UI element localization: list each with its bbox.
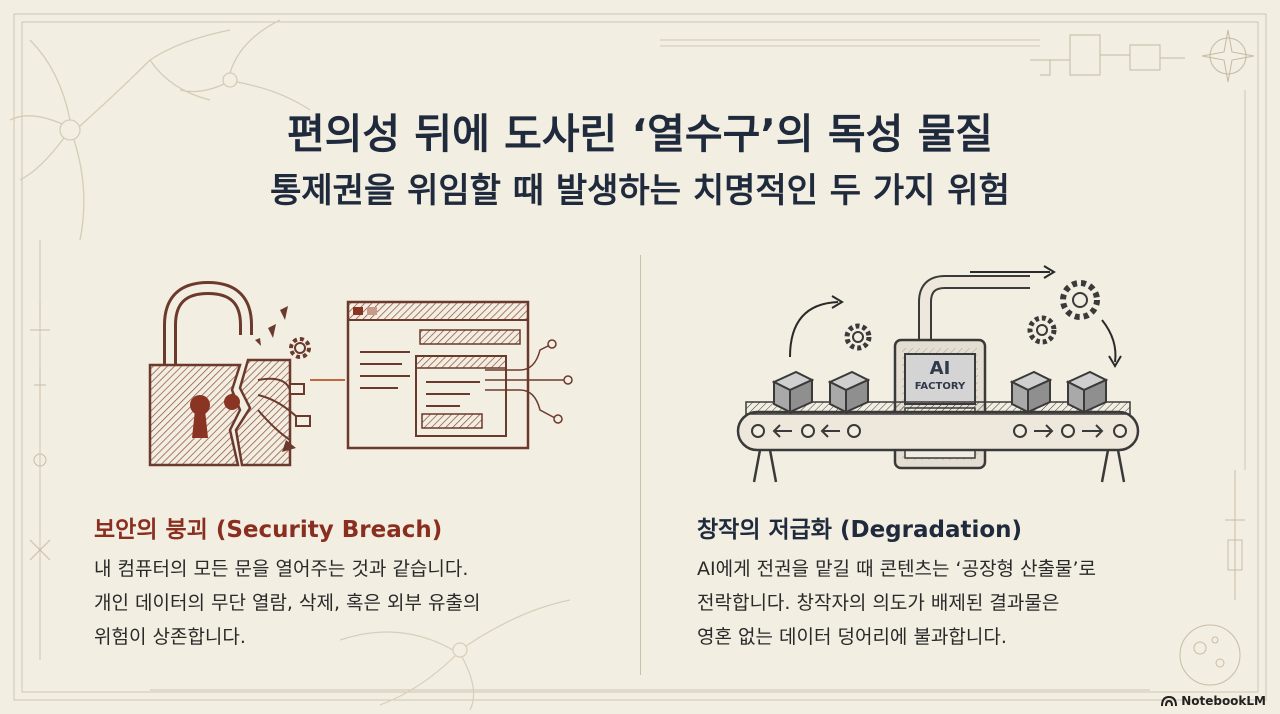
compass-decoration-icon: [1201, 29, 1255, 83]
gear-icon: [844, 280, 1100, 351]
notebooklm-logo-icon: [1161, 695, 1178, 706]
page-title: 편의성 뒤에 도사린 ‘열수구’의 독성 물질: [286, 110, 994, 158]
center-divider: [640, 255, 641, 675]
factory-label: AI FACTORY: [905, 358, 975, 394]
browser-window-icon: [346, 300, 530, 450]
security-breach-section: 보안의 붕괴 (Security Breach) 내 컴퓨터의 모든 문을 열어…: [94, 512, 594, 654]
factory-label-line2: FACTORY: [914, 381, 966, 392]
factory-label-line1: AI: [929, 358, 951, 379]
neuron-decoration-icon: [9, 19, 311, 241]
broken-padlock-icon: [148, 280, 292, 467]
logo-text: NotebookLM: [1181, 694, 1266, 708]
notebooklm-logo: NotebookLM: [1161, 694, 1266, 708]
ai-factory-illustration: AI FACTORY: [730, 262, 1150, 492]
security-breach-title: 보안의 붕괴 (Security Breach): [94, 517, 443, 543]
degradation-body: AI에게 전권을 맡길 때 콘텐츠는 ‘공장형 산출물’로 전락합니다. 창작자…: [697, 558, 1097, 648]
page-subtitle: 통제권을 위임할 때 발생하는 치명적인 두 가지 위험: [270, 171, 1010, 211]
degradation-title: 창작의 저급화 (Degradation): [697, 517, 1023, 543]
security-breach-body: 내 컴퓨터의 모든 문을 열어주는 것과 같습니다. 개인 데이터의 무단 열람…: [94, 558, 481, 648]
title-block: 편의성 뒤에 도사린 ‘열수구’의 독성 물질 통제권을 위임할 때 발생하는 …: [0, 104, 1280, 216]
degradation-section: 창작의 저급화 (Degradation) AI에게 전권을 맡길 때 콘텐츠는…: [697, 512, 1217, 654]
security-breach-illustration: [148, 280, 573, 467]
gear-icon: [289, 337, 311, 359]
